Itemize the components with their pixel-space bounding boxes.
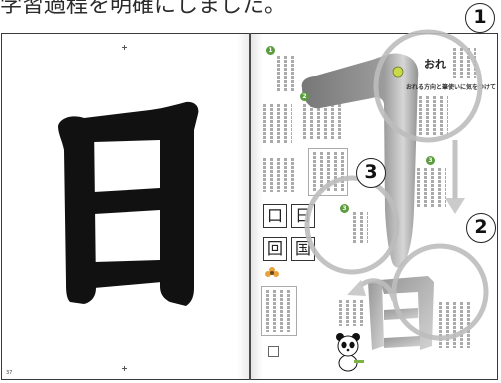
text-column-block <box>265 290 293 332</box>
top-turning-stroke <box>84 101 199 307</box>
promo-caption: 学習過程を明確にしました。 <box>0 0 287 18</box>
model-character-hi <box>58 101 199 307</box>
annotation-circle-2 <box>391 243 489 341</box>
step-marker: 3 <box>426 156 435 165</box>
note-box <box>308 148 348 196</box>
annotation-label-2: 2 <box>466 213 496 243</box>
practice-box: 口 <box>263 204 287 228</box>
practice-marker: 3 <box>340 204 349 213</box>
annotation-label-3: 3 <box>356 158 386 188</box>
left-vertical-stroke <box>58 116 96 304</box>
left-page-number: 37 <box>6 370 13 376</box>
text-column-block <box>352 212 368 244</box>
flower-icon <box>265 267 279 277</box>
lesson-heading: おれ <box>424 58 446 71</box>
annotation-label-1: 1 <box>465 3 495 33</box>
bottom-horizontal-stroke <box>94 260 162 288</box>
gutter-shadow-left <box>237 34 249 379</box>
crop-mark-bottom <box>122 366 127 371</box>
text-column-block <box>262 104 292 144</box>
text-column-block <box>418 96 448 136</box>
arrow-down-head <box>445 198 465 214</box>
text-column-block <box>338 300 364 326</box>
check-square <box>268 346 279 357</box>
trace-bottom-stroke <box>384 336 420 348</box>
trace-left-stroke <box>368 280 384 350</box>
arrow-curve-shaft <box>358 278 397 301</box>
gutter-shadow-right <box>251 34 263 379</box>
step-marker: 1 <box>266 46 275 55</box>
text-column-block <box>302 104 342 140</box>
arrow-curve-head <box>347 280 366 296</box>
text-column-block <box>416 168 446 208</box>
book-gutter <box>249 33 251 380</box>
text-column-block <box>262 158 294 192</box>
mascot-icon <box>392 66 404 78</box>
practice-box: 回 <box>263 237 287 261</box>
text-column-block <box>276 56 298 92</box>
step-marker: 2 <box>300 92 309 101</box>
middle-horizontal-stroke <box>94 188 160 214</box>
note-box <box>261 286 297 336</box>
model-turning-stroke <box>301 53 419 268</box>
crop-mark-top <box>122 45 127 50</box>
annotation-circle-1 <box>373 29 483 143</box>
annotation-circle-3 <box>304 175 400 275</box>
panda-icon <box>336 333 364 372</box>
lesson-subheading: おれる方向と筆使いに気をつけて <box>406 84 497 91</box>
